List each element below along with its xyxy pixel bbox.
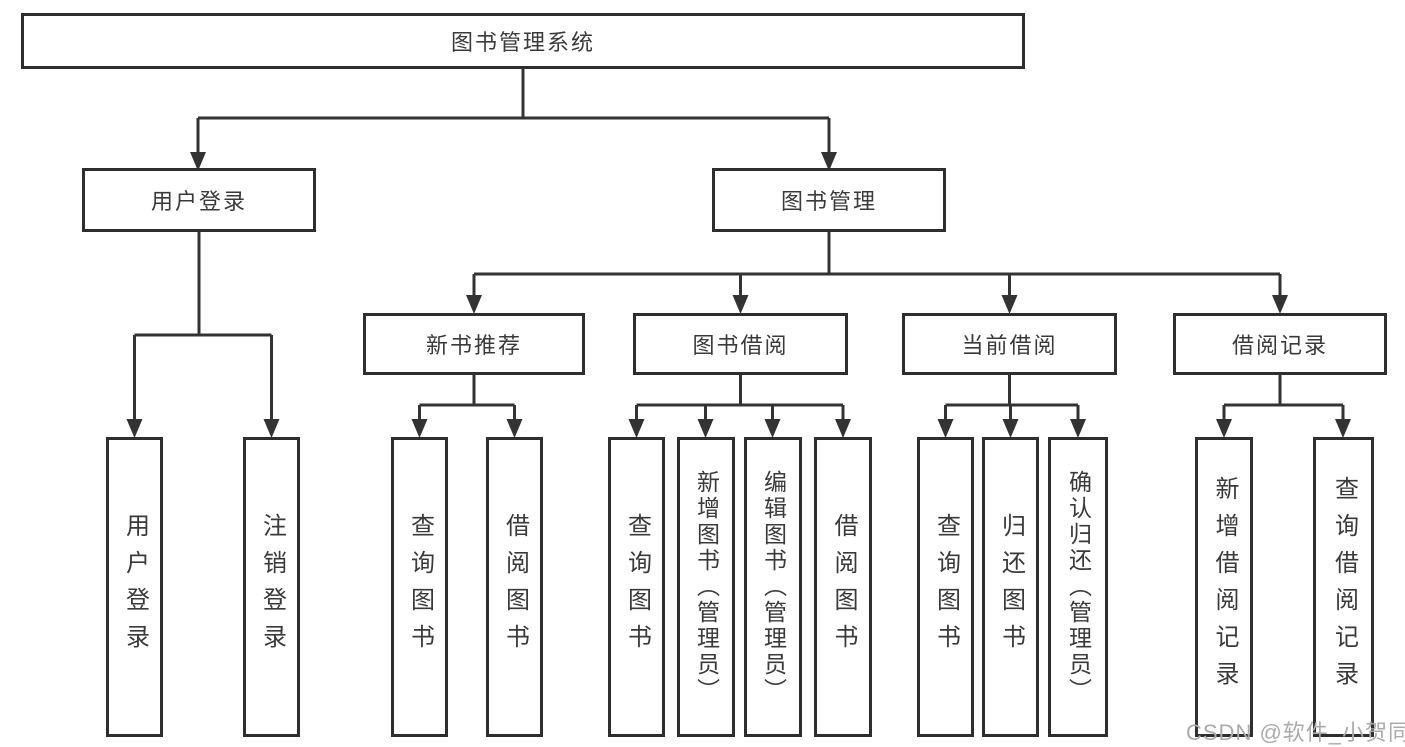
leaf-return-books: 归还图书 [982, 437, 1039, 737]
leaf-label: 新增借阅记录 [1211, 476, 1238, 698]
leaf-edit-books-admin: 编辑图书（管理员） [744, 437, 802, 737]
leaf-query-books-1: 查询图书 [391, 437, 448, 737]
leaf-borrow-books-2: 借阅图书 [814, 437, 872, 737]
leaf-label: 查询借阅记录 [1330, 476, 1358, 698]
leaf-label: 查询图书 [406, 513, 434, 661]
node-new-book-recommend: 新书推荐 [363, 313, 585, 375]
leaf-user-login: 用户登录 [106, 437, 163, 737]
node-label: 图书管理 [780, 189, 877, 214]
leaf-label: 确认归还（管理员） [1065, 470, 1092, 704]
node-borrowing-records: 借阅记录 [1173, 313, 1387, 375]
node-book-borrowing: 图书借阅 [633, 313, 848, 375]
leaf-add-books-admin: 新增图书（管理员） [677, 437, 735, 737]
node-user-login: 用户登录 [82, 168, 316, 232]
leaf-query-books-3: 查询图书 [917, 437, 974, 737]
csdn-watermark: CSDN @软件_小贺同学 [1186, 720, 1405, 745]
node-book-management: 图书管理 [712, 168, 946, 232]
leaf-label: 编辑图书（管理员） [760, 470, 787, 704]
leaf-label: 借阅图书 [830, 513, 857, 661]
leaf-query-books-2: 查询图书 [608, 437, 665, 737]
node-label: 用户登录 [150, 189, 247, 214]
leaf-logout: 注销登录 [243, 437, 300, 737]
leaf-label: 注销登录 [258, 513, 286, 661]
leaf-label: 新增图书（管理员） [693, 470, 720, 704]
leaf-query-borrow-record: 查询借阅记录 [1313, 437, 1374, 737]
leaf-label: 用户登录 [121, 513, 149, 661]
node-current-borrowing: 当前借阅 [902, 313, 1117, 375]
node-label: 新书推荐 [425, 333, 522, 358]
node-label: 图书管理系统 [450, 30, 595, 55]
leaf-label: 查询图书 [932, 513, 960, 661]
leaf-add-borrow-record: 新增借阅记录 [1195, 437, 1253, 737]
leaf-borrow-books-1: 借阅图书 [486, 437, 543, 737]
leaf-confirm-return-admin: 确认归还（管理员） [1048, 437, 1108, 737]
node-library-management-system: 图书管理系统 [21, 13, 1025, 69]
leaf-label: 借阅图书 [501, 513, 529, 661]
node-label: 图书借阅 [692, 333, 789, 358]
node-label: 当前借阅 [961, 333, 1058, 358]
node-label: 借阅记录 [1231, 333, 1328, 358]
leaf-label: 查询图书 [623, 513, 651, 661]
leaf-label: 归还图书 [997, 513, 1025, 661]
